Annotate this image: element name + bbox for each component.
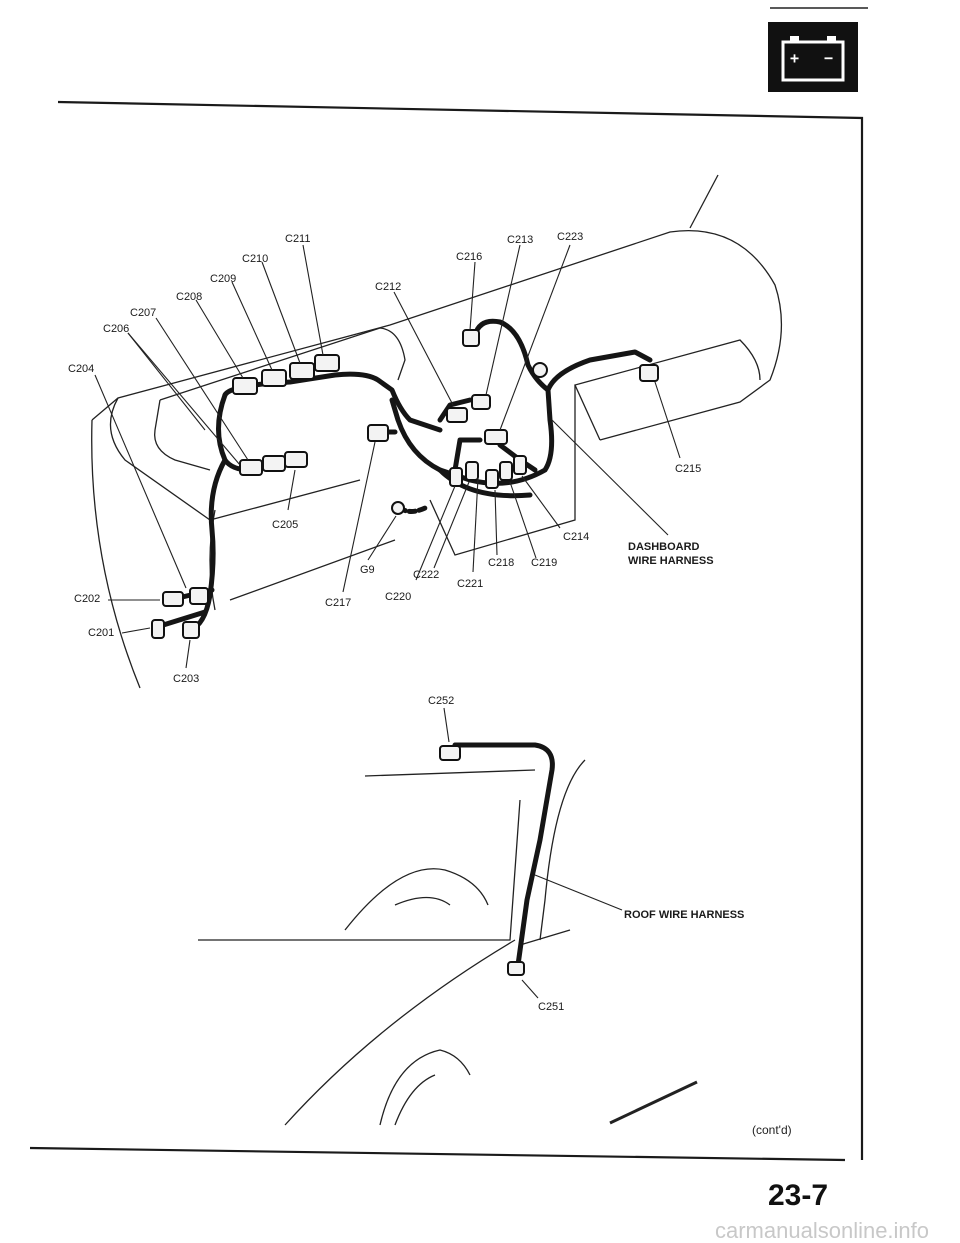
ground-g9 [391, 501, 405, 515]
label-c215: C215 [675, 463, 701, 475]
label-g9: G9 [360, 564, 375, 576]
label-c204: C204 [68, 363, 94, 375]
label-c214: C214 [563, 531, 589, 543]
label-c221: C221 [457, 578, 483, 590]
connector-c201 [151, 619, 165, 639]
battery-plus: + [790, 49, 799, 67]
label-c223: C223 [557, 231, 583, 243]
label-c212: C212 [375, 281, 401, 293]
label-c218: C218 [488, 557, 514, 569]
connector-c213 [471, 394, 491, 410]
label-c252: C252 [428, 695, 454, 707]
connector-c252 [439, 745, 461, 761]
connector-c223 [484, 429, 508, 445]
label-c217: C217 [325, 597, 351, 609]
battery-minus: − [824, 49, 833, 67]
label-dashboard-harness-1: DASHBOARD [628, 541, 700, 553]
site-watermark: carmanualsonline.info [715, 1218, 929, 1243]
connector-c203 [182, 621, 200, 639]
label-c216: C216 [456, 251, 482, 263]
dashboard-wire-harness [157, 318, 653, 633]
label-c208: C208 [176, 291, 202, 303]
label-c220: C220 [385, 591, 411, 603]
roof-labels: C252 ROOF WIRE HARNESS C251 [428, 695, 744, 1013]
connector-c218 [499, 461, 513, 481]
connector-c212 [446, 407, 468, 423]
connector-c205 [262, 455, 286, 472]
connector-c204 [189, 587, 209, 605]
label-c202: C202 [74, 593, 100, 605]
connector-c202 [162, 591, 184, 607]
roof-outline [198, 759, 698, 1126]
label-c251: C251 [538, 1001, 564, 1013]
battery-icon: + − [768, 22, 858, 92]
roof-wire-harness [439, 742, 555, 976]
grommet [532, 362, 548, 378]
connector-c205b [284, 451, 308, 468]
connector-c208 [261, 369, 287, 387]
connector-c220 [449, 467, 463, 487]
connector-c219 [513, 455, 527, 475]
label-c203: C203 [173, 673, 199, 685]
connector-c215 [639, 364, 659, 382]
contd-label: (cont'd) [752, 1123, 792, 1137]
label-c205: C205 [272, 519, 298, 531]
label-c213: C213 [507, 234, 533, 246]
label-c219: C219 [531, 557, 557, 569]
roof-leaders [443, 707, 623, 999]
connector-c221 [485, 469, 499, 489]
page-number: 23-7 [768, 1179, 828, 1212]
label-c209: C209 [210, 273, 236, 285]
connector-c222 [465, 461, 479, 481]
connectors [151, 329, 659, 639]
figure-frame [29, 100, 864, 1162]
label-c222: C222 [413, 569, 439, 581]
label-c207: C207 [130, 307, 156, 319]
connector-c251 [507, 961, 525, 976]
dashboard-labels: C211 C210 C209 C208 C207 C206 C204 C212 … [68, 231, 714, 685]
label-dashboard-harness-2: WIRE HARNESS [628, 555, 714, 567]
leader-lines [94, 244, 681, 669]
connector-c217 [367, 424, 389, 442]
label-c206: C206 [103, 323, 129, 335]
connector-c216 [462, 329, 480, 347]
label-c201: C201 [88, 627, 114, 639]
label-c210: C210 [242, 253, 268, 265]
connector-c211 [314, 354, 340, 372]
connector-c206 [239, 459, 263, 476]
label-roof-harness: ROOF WIRE HARNESS [624, 909, 744, 921]
connector-c207 [232, 377, 258, 395]
label-c211: C211 [285, 233, 310, 245]
connector-c209 [289, 362, 315, 380]
dashboard-outline [91, 174, 783, 689]
